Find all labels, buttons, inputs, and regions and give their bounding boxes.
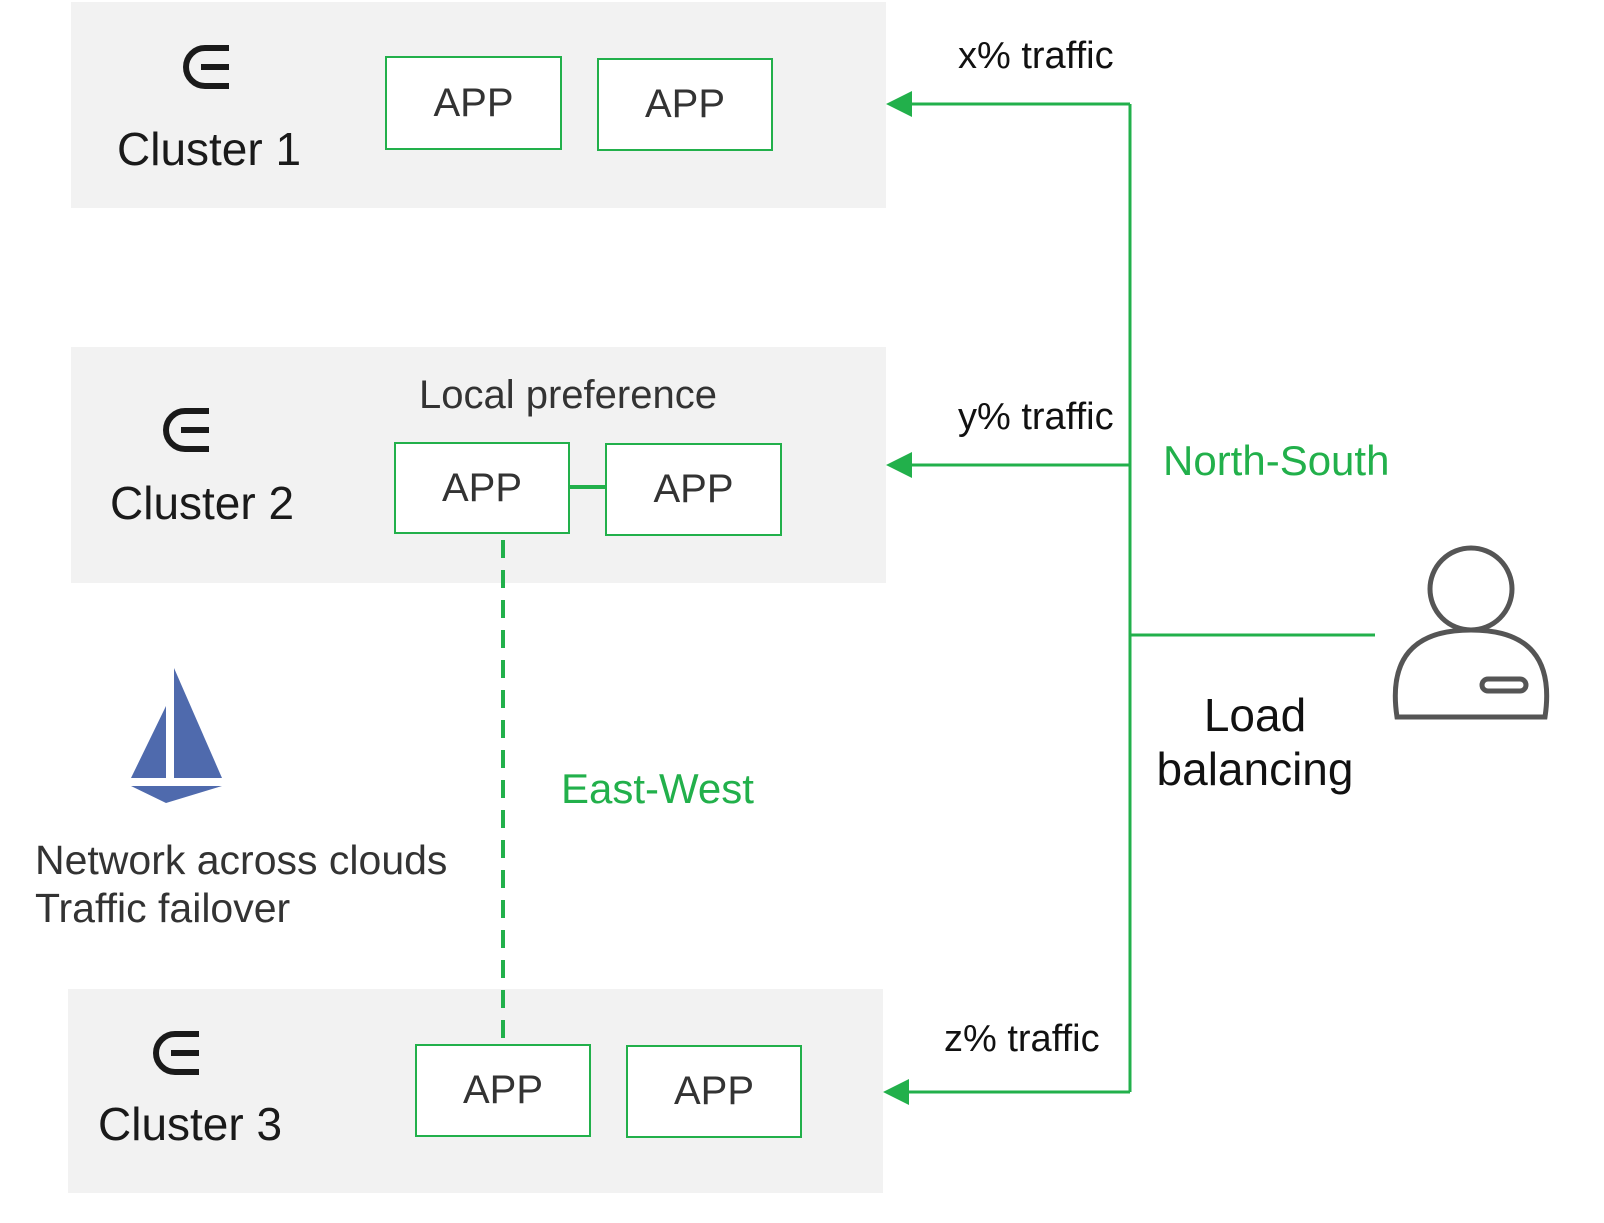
app-box: APP [597,58,773,151]
arrow-y [886,452,912,478]
cluster-1-label: Cluster 1 [117,123,302,175]
app-box: APP [626,1045,802,1138]
y-traffic-label: y% traffic [958,396,1114,438]
north-south-label: North-South [1163,437,1390,484]
local-preference-label: Local preference [419,373,717,417]
load-balancing-line-2: balancing [1156,743,1354,795]
app-box: APP [385,56,562,150]
x-traffic-label: x% traffic [958,35,1114,77]
cluster-3-label: Cluster 3 [98,1098,283,1150]
z-traffic-label: z% traffic [944,1018,1100,1060]
arrow-z [883,1079,909,1105]
app-box: APP [415,1044,591,1137]
network-note-1: Network across clouds [35,837,448,883]
east-west-label: East-West [561,765,754,812]
user-icon [1392,545,1550,720]
app-box: APP [605,443,782,536]
network-note-2: Traffic failover [35,885,291,931]
load-balancing-line-1: Load [1203,689,1307,741]
istio-sail-icon [131,668,222,803]
app-box: APP [394,442,570,534]
cluster-2-label: Cluster 2 [110,477,295,529]
arrow-x [886,91,912,117]
cluster-icon [153,1031,199,1075]
cluster-icon [183,45,229,89]
network-notes: Network across clouds Traffic failover [35,836,447,932]
cluster-icon [163,408,209,452]
load-balancing-label: Load balancing [1150,688,1360,796]
